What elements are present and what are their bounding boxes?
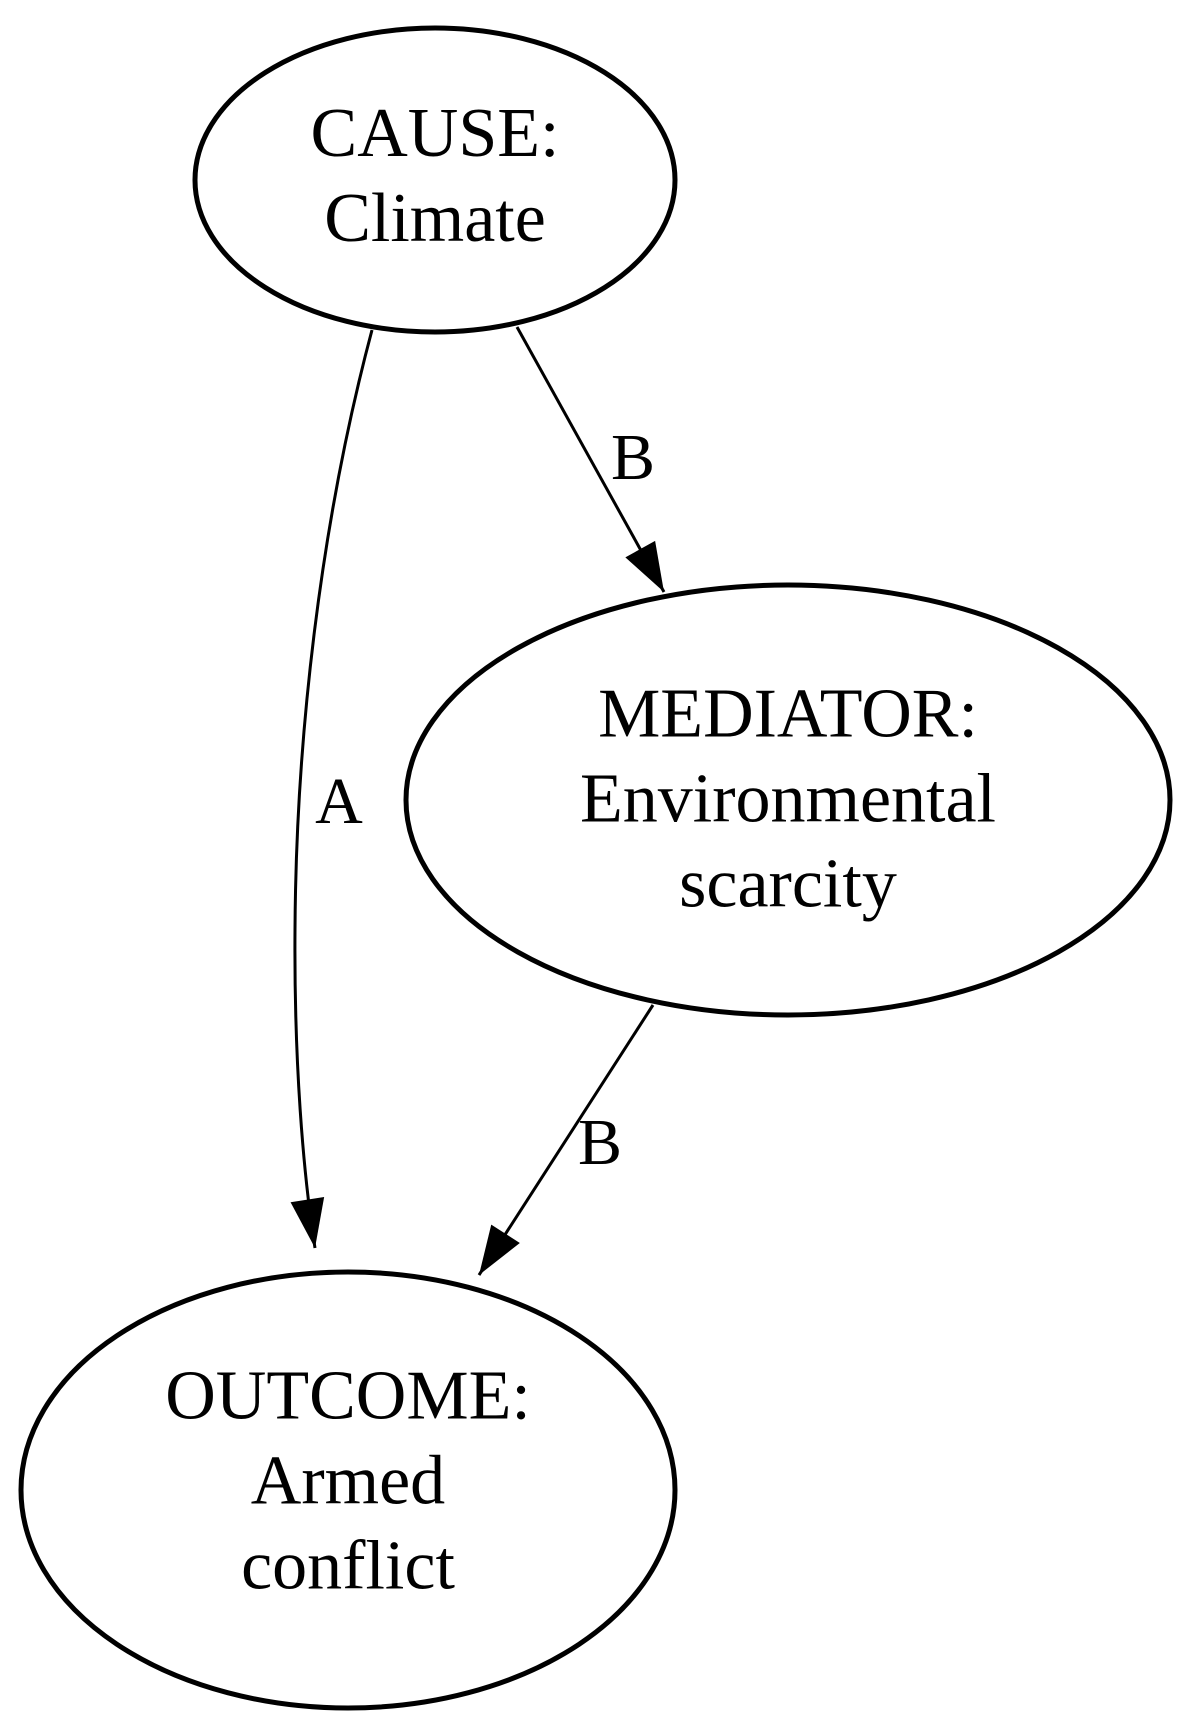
edge-label-cause-outcome: A: [315, 765, 363, 838]
edge-cause-to-mediator: [515, 326, 666, 593]
edge-mediator-to-outcome: [477, 1004, 655, 1276]
outcome-node-role: OUTCOME:: [165, 1357, 531, 1435]
cause-node-text: Climate: [324, 180, 546, 257]
mediator-node-text-line1: Environmental: [579, 760, 997, 838]
edge-label-cause-mediator: B: [610, 421, 656, 494]
outcome-node-text-line2: conflict: [241, 1527, 455, 1605]
cause-node-label: CAUSE: Climate: [311, 91, 560, 261]
cause-node-role: CAUSE:: [310, 95, 560, 172]
outcome-node-label: OUTCOME: Armed conflict: [165, 1354, 531, 1609]
mediator-node-ellipse: [403, 582, 1173, 1018]
outcome-node-text-line1: Armed: [250, 1442, 446, 1520]
mediator-node-text-line2: scarcity: [679, 845, 897, 923]
mediator-node-label: MEDIATOR: Environmental scarcity: [580, 672, 996, 927]
cause-node-ellipse: [192, 25, 678, 335]
mediator-node-role: MEDIATOR:: [598, 675, 978, 753]
edge-label-mediator-outcome: B: [577, 1106, 623, 1179]
edge-cause-to-outcome: [290, 329, 374, 1249]
outcome-node-ellipse: [18, 1269, 678, 1711]
